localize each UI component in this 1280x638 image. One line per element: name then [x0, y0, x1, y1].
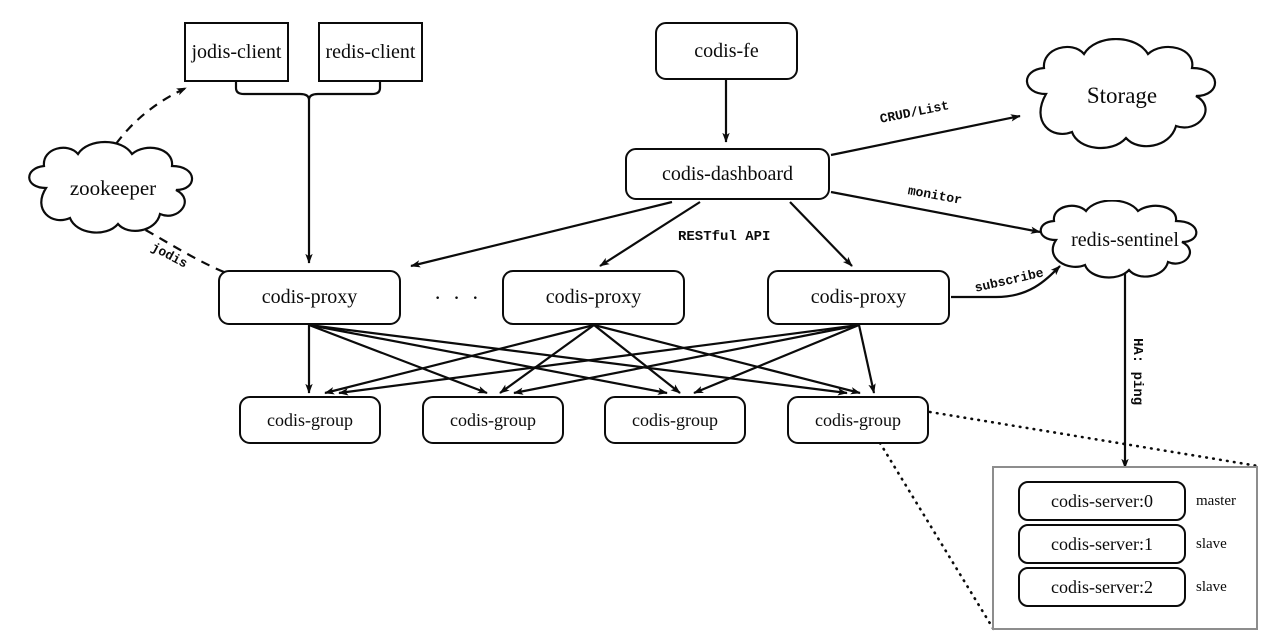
codis-server-0-role: master	[1196, 493, 1236, 509]
cloud-redis-sentinel	[1039, 200, 1198, 279]
cloud-zookeeper	[28, 141, 194, 234]
node-codis-group-3[interactable]: codis-group	[604, 396, 746, 444]
codis-server-1-role: slave	[1196, 536, 1227, 552]
edge-label-ha-ping: HA: ping	[1129, 338, 1145, 406]
node-redis-client[interactable]: redis-client	[318, 22, 423, 82]
node-codis-dashboard-label: codis-dashboard	[661, 162, 794, 185]
node-codis-group-4-label: codis-group	[815, 409, 901, 430]
node-codis-server-0[interactable]: codis-server:0	[1018, 481, 1186, 521]
edge-label-monitor: monitor	[906, 183, 964, 208]
node-codis-group-2-label: codis-group	[450, 409, 536, 430]
node-codis-fe-label: codis-fe	[694, 39, 759, 62]
node-codis-proxy-1[interactable]: codis-proxy	[218, 270, 401, 325]
edge-label-jodis: jodis	[148, 239, 190, 272]
proxy-ellipsis: · · ·	[434, 285, 482, 310]
node-codis-fe[interactable]: codis-fe	[655, 22, 798, 80]
node-codis-group-1-label: codis-group	[267, 409, 353, 430]
node-codis-proxy-2-label: codis-proxy	[545, 286, 642, 308]
node-jodis-client[interactable]: jodis-client	[184, 22, 289, 82]
node-codis-group-2[interactable]: codis-group	[422, 396, 564, 444]
node-codis-group-3-label: codis-group	[632, 409, 718, 430]
node-codis-server-0-label: codis-server:0	[1051, 490, 1153, 511]
node-codis-server-2[interactable]: codis-server:2	[1018, 567, 1186, 607]
node-codis-group-4[interactable]: codis-group	[787, 396, 929, 444]
node-codis-server-1-label: codis-server:1	[1051, 533, 1153, 554]
node-jodis-client-label: jodis-client	[191, 40, 282, 63]
node-codis-server-1[interactable]: codis-server:1	[1018, 524, 1186, 564]
edge-label-subscribe: subscribe	[973, 265, 1046, 296]
codis-server-2-role: slave	[1196, 579, 1227, 595]
edge-label-crud-list: CRUD/List	[878, 98, 951, 127]
node-codis-proxy-3[interactable]: codis-proxy	[767, 270, 950, 325]
node-codis-proxy-2[interactable]: codis-proxy	[502, 270, 685, 325]
cloud-storage	[1025, 38, 1217, 150]
node-redis-client-label: redis-client	[325, 40, 416, 63]
node-codis-dashboard[interactable]: codis-dashboard	[625, 148, 830, 200]
node-codis-group-1[interactable]: codis-group	[239, 396, 381, 444]
node-codis-proxy-1-label: codis-proxy	[261, 286, 358, 308]
edge-label-restful-api: RESTful API	[678, 229, 771, 245]
node-codis-server-2-label: codis-server:2	[1051, 576, 1153, 597]
node-codis-proxy-3-label: codis-proxy	[810, 286, 907, 308]
